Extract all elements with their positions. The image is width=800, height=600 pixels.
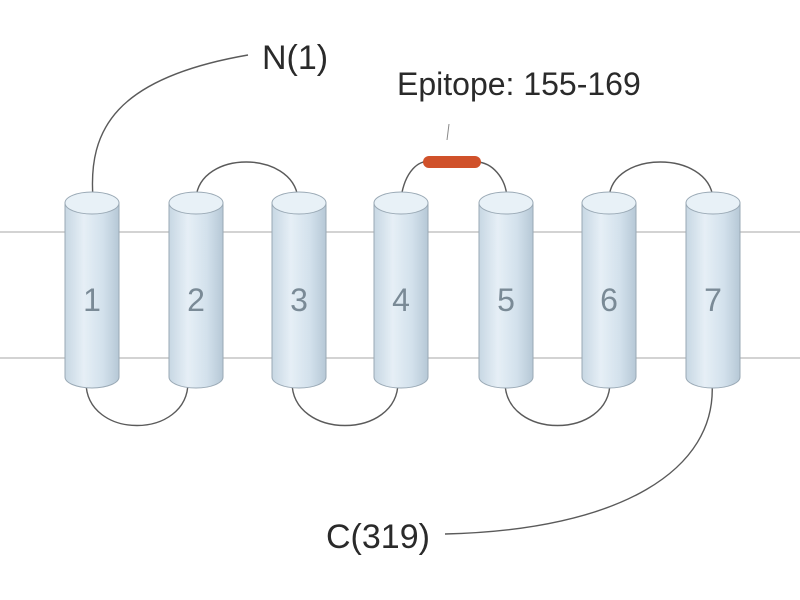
helix-top-cap (685, 191, 741, 215)
helix-body (271, 202, 327, 389)
helix-2: 2 (168, 191, 224, 389)
helix-body (581, 202, 637, 389)
helix-top-cap (581, 191, 637, 215)
helix-number-label: 2 (187, 282, 205, 318)
helix-body (478, 202, 534, 389)
helix-1: 1 (64, 191, 120, 389)
n-terminus-label: N(1) (262, 39, 328, 77)
helix-top-cap (271, 191, 327, 215)
helix-7: 7 (685, 191, 741, 389)
helices-group: 1 2 3 4 5 6 7 (64, 191, 741, 389)
helix-number-label: 7 (704, 282, 722, 318)
helix-body (685, 202, 741, 389)
n-terminal-tail (91, 54, 249, 199)
helix-6: 6 (581, 191, 637, 389)
helix-5: 5 (478, 191, 534, 389)
helix-top-cap (64, 191, 120, 215)
helix-body (64, 202, 120, 389)
intracellular-loop-3 (504, 381, 611, 427)
helix-number-label: 4 (392, 282, 410, 318)
helix-body (373, 202, 429, 389)
helix-top-cap (478, 191, 534, 215)
helix-top-cap (168, 191, 224, 215)
helix-top-cap (373, 191, 429, 215)
helix-number-label: 3 (290, 282, 308, 318)
helix-body (168, 202, 224, 389)
helix-3: 3 (271, 191, 327, 389)
helix-number-label: 6 (600, 282, 618, 318)
c-terminus-label: C(319) (326, 518, 430, 556)
helix-4: 4 (373, 191, 429, 389)
extracellular-loop-3 (608, 161, 714, 199)
epitope-pointer-tick (446, 123, 450, 141)
epitope-label: Epitope: 155-169 (397, 66, 641, 102)
intracellular-loop-1 (85, 381, 189, 427)
epitope-marker (423, 156, 481, 168)
extracellular-loop-1 (195, 161, 299, 199)
intracellular-loop-2 (291, 381, 399, 427)
c-terminal-tail (444, 381, 713, 535)
helix-number-label: 1 (83, 282, 101, 318)
helix-number-label: 5 (497, 282, 515, 318)
